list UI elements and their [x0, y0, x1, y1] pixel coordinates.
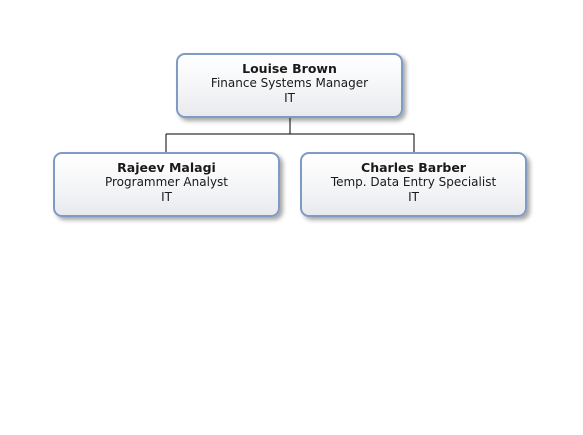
node-department: IT: [284, 91, 295, 105]
node-name: Louise Brown: [242, 61, 337, 76]
org-node-louise-brown[interactable]: Louise Brown Finance Systems Manager IT: [176, 53, 403, 118]
node-name: Charles Barber: [361, 160, 466, 175]
node-title: Temp. Data Entry Specialist: [330, 175, 497, 189]
node-department: IT: [408, 190, 419, 204]
org-node-charles-barber[interactable]: Charles Barber Temp. Data Entry Speciali…: [300, 152, 527, 217]
node-name: Rajeev Malagi: [117, 160, 216, 175]
node-title: Finance Systems Manager: [210, 76, 369, 90]
org-node-rajeev-malagi[interactable]: Rajeev Malagi Programmer Analyst IT: [53, 152, 280, 217]
node-title: Programmer Analyst: [104, 175, 228, 189]
node-department: IT: [161, 190, 172, 204]
